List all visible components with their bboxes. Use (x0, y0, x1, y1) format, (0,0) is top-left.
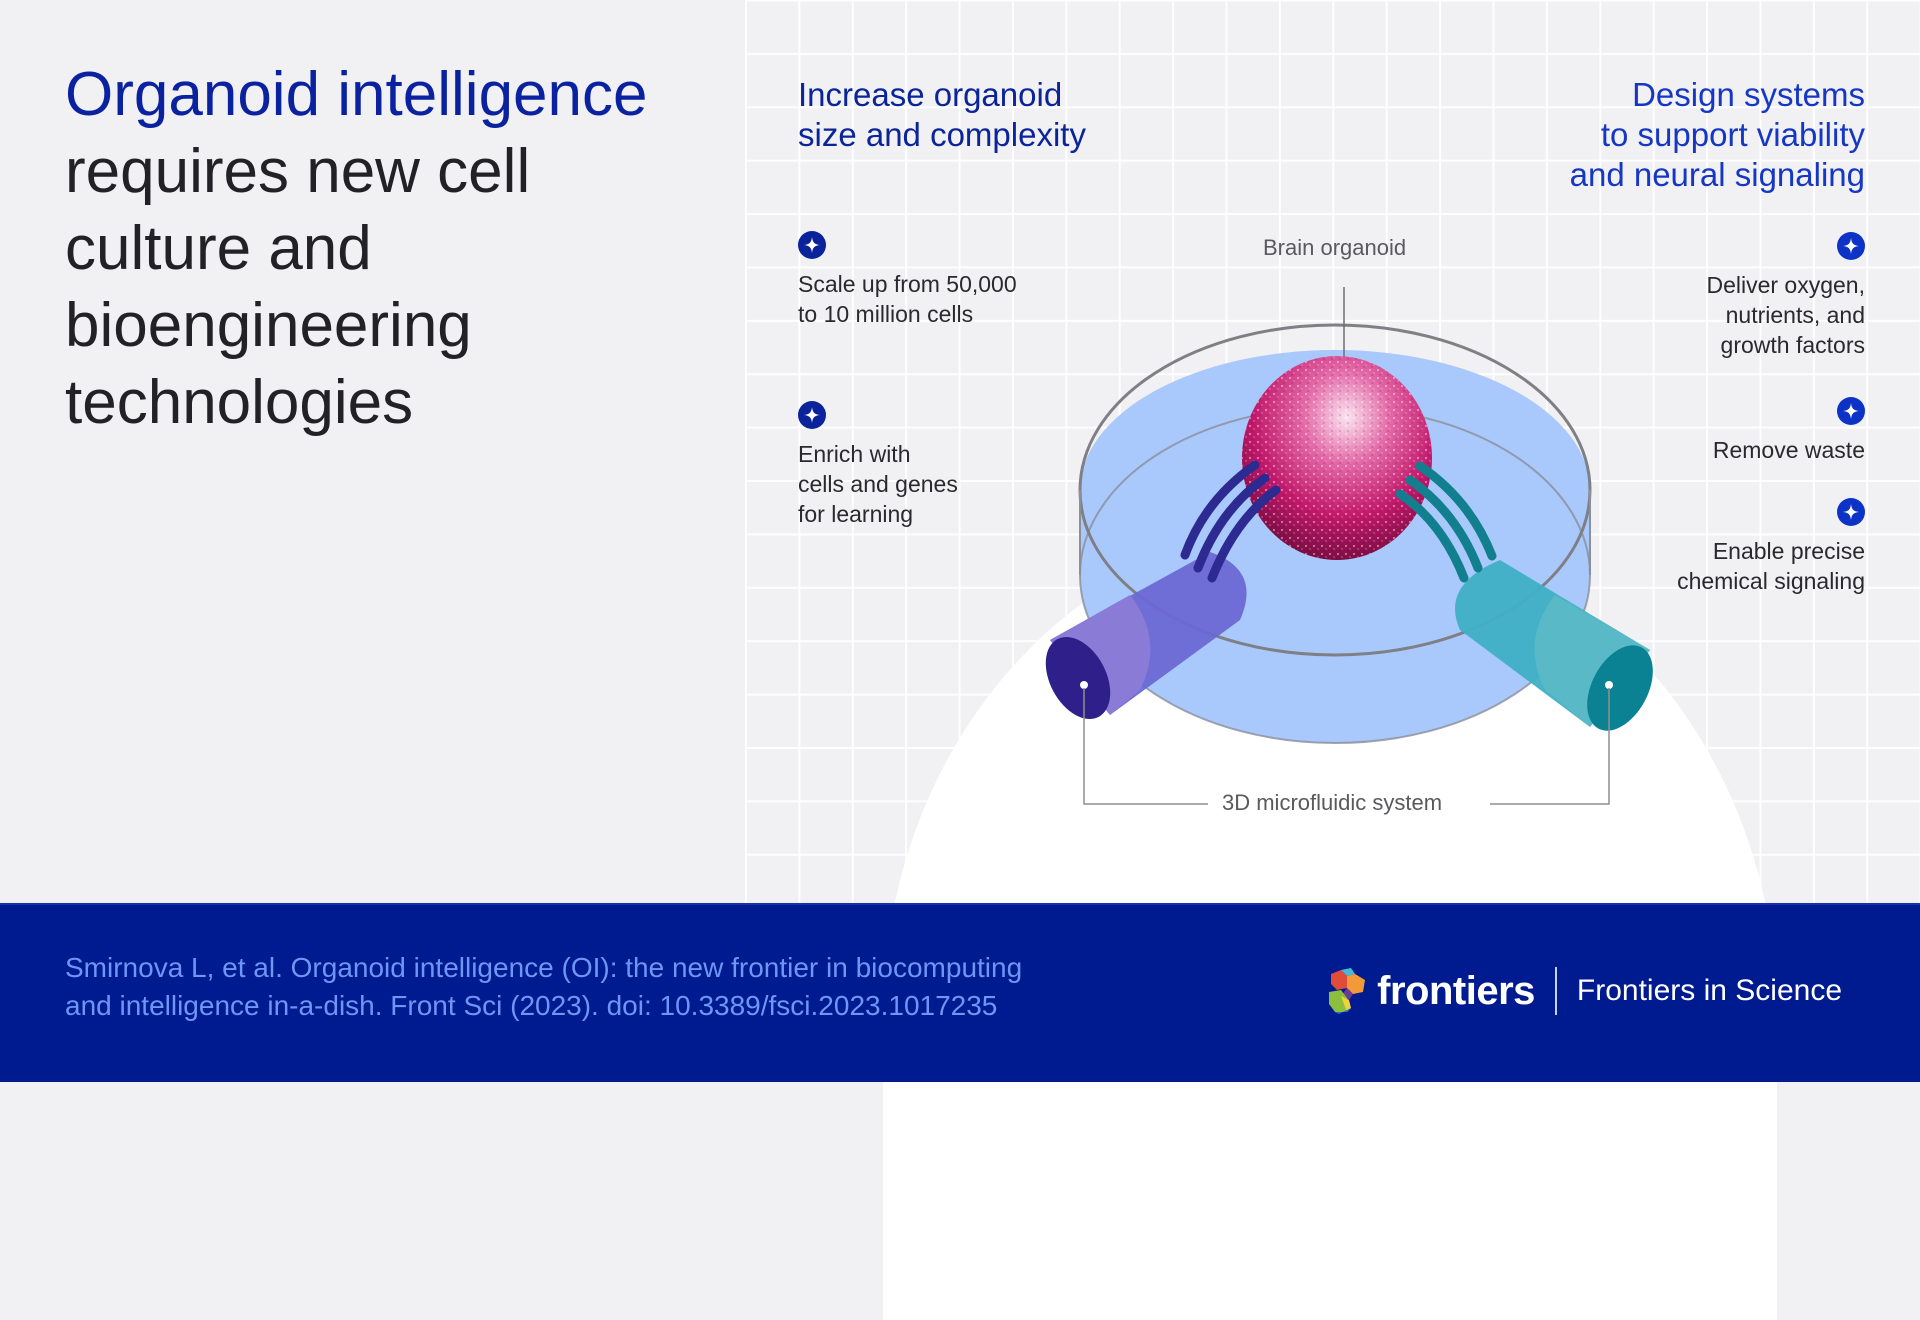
point-text: growth factors (1720, 332, 1865, 358)
right-column-heading: Design systems to support viability and … (1445, 75, 1865, 195)
citation-line: Smirnova L, et al. Organoid intelligence… (65, 952, 1023, 983)
brain-organoid-label: Brain organoid (1263, 235, 1407, 260)
citation-line: and intelligence in-a-dish. Front Sci (2… (65, 990, 998, 1021)
point-text: to 10 million cells (798, 301, 974, 327)
heading-line: to support viability (1600, 116, 1865, 153)
point-text: Enrich with (798, 441, 911, 467)
point-text: Enable precise (1712, 538, 1865, 564)
sparkle-icon (1837, 232, 1865, 260)
sparkle-icon (1837, 498, 1865, 526)
microfluidic-system-label: 3D microfluidic system (1222, 790, 1443, 815)
frontiers-logo-icon (1329, 968, 1366, 1014)
right-point-deliver: Deliver oxygen, nutrients, and growth fa… (1706, 232, 1865, 360)
page-title: Organoid intelligence requires new cell … (65, 56, 725, 441)
heading-line: and neural signaling (1569, 156, 1865, 193)
title-line: culture and (65, 214, 372, 283)
title-line: technologies (65, 368, 414, 437)
heading-line: Design systems (1632, 76, 1865, 113)
sparkle-icon (798, 401, 826, 429)
sparkle-icon (1837, 397, 1865, 425)
heading-line: Increase organoid (798, 76, 1063, 113)
brand-divider (1554, 967, 1557, 1015)
left-column-heading: Increase organoid size and complexity (798, 75, 1086, 155)
citation: Smirnova L, et al. Organoid intelligence… (65, 949, 1165, 1025)
point-text: for learning (798, 501, 914, 527)
footer: Smirnova L, et al. Organoid intelligence… (0, 903, 1920, 1082)
title-line: bioengineering (65, 291, 472, 360)
frontiers-wordmark: frontiers (1377, 968, 1535, 1013)
microfluidic-illustration (1045, 287, 1653, 805)
point-text: chemical signaling (1677, 568, 1865, 594)
brain-organoid (1242, 356, 1432, 560)
left-point-scale-up: Scale up from 50,000 to 10 million cells (798, 231, 1017, 329)
point-text: Deliver oxygen, (1706, 272, 1865, 298)
point-text: nutrients, and (1725, 302, 1865, 328)
brand-lockup: frontiers Frontiers in Science (1327, 967, 1842, 1015)
point-text: cells and genes (798, 471, 958, 497)
left-point-enrich: Enrich with cells and genes for learning (798, 401, 958, 529)
left-inlet-tube (1045, 460, 1281, 720)
system-leader-lines (1083, 688, 1610, 805)
point-text: Remove waste (1712, 437, 1865, 463)
right-outlet-tube (1395, 461, 1653, 731)
title-line: requires new cell (65, 137, 531, 206)
right-point-remove-waste: Remove waste (1713, 397, 1865, 465)
right-point-chemical-signaling: Enable precise chemical signaling (1677, 498, 1865, 596)
point-text: Scale up from 50,000 (798, 271, 1017, 297)
sparkle-icon (798, 231, 826, 259)
heading-line: size and complexity (798, 116, 1086, 153)
journal-name: Frontiers in Science (1576, 974, 1842, 1007)
title-accent: Organoid intelligence (65, 60, 648, 129)
